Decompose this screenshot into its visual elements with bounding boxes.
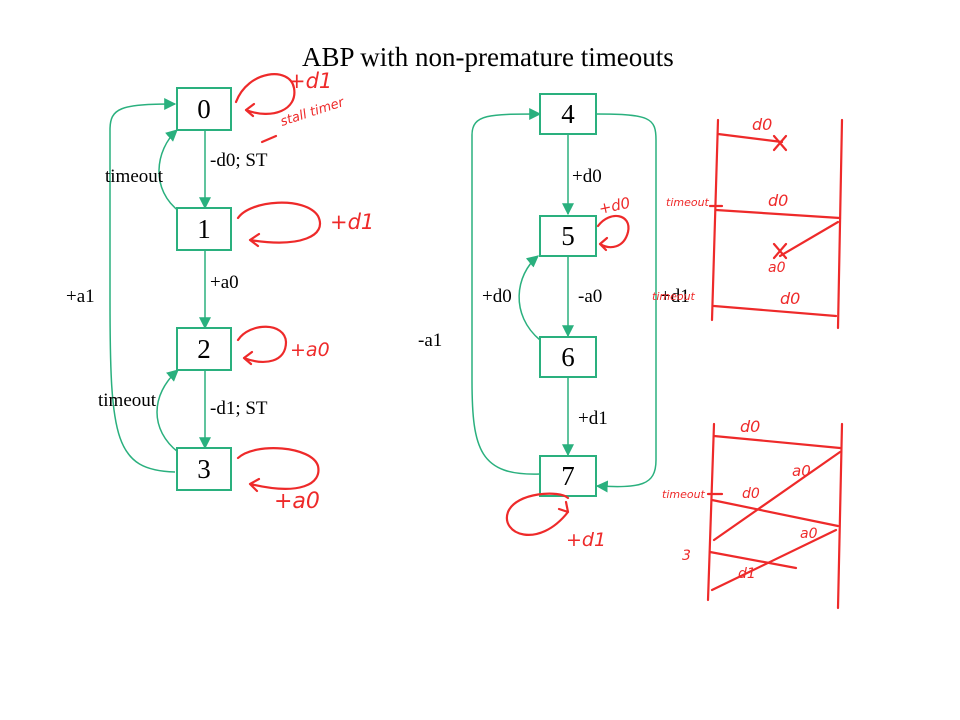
self-loop-2-text: +a0 [290,339,330,361]
self-loop-2-ink [236,325,288,366]
state-2-label: 2 [197,334,211,364]
state-7: 7 [539,455,597,497]
edge-label-7-4: -a1 [418,330,442,351]
edge-label-2-3: -d1; ST [210,398,268,419]
trace1-sender-line [710,118,720,322]
edge-label-6-7: +d1 [578,408,608,429]
self-loop-5-text: +d0 [597,194,632,218]
edge-4-to-7 [595,113,657,493]
edge-label-1-0: timeout [105,166,164,187]
stall-timer-note: stall timer [279,95,348,130]
trace1-label-d0-retx2: d0 [780,289,800,308]
state-3: 3 [176,447,232,491]
trace2-label-d1: d1 [738,566,756,582]
trace1-msg-d0-retx2 [712,304,838,318]
trace1-lost-x [772,134,788,152]
trace2-msg-d1 [708,550,798,570]
self-loop-5-ink [596,215,630,252]
self-loop-7-text: +d1 [566,529,606,551]
state-4-label: 4 [561,99,575,129]
trace2-label-timeout: timeout [662,488,706,501]
self-loop-7-ink [505,492,570,536]
trace-diagram-1: d0 timeout d0 a0 timeout d0 [652,115,844,330]
trace2-label-a0-retx: a0 [800,526,818,542]
state-6: 6 [539,336,597,378]
state-1-label: 1 [197,214,211,244]
state-4: 4 [539,93,597,135]
state-5-label: 5 [561,221,575,251]
edge-6-to-5 [518,255,541,341]
state-0-label: 0 [197,94,211,124]
edge-label-3-0: +a1 [66,286,95,307]
edge-label-5-6: -a0 [578,286,602,307]
trace1-msg-a0-lost [778,220,840,258]
edge-label-1-2: +a0 [210,272,239,293]
trace2-label-3: 3 [682,548,691,564]
trace2-msg-d0 [712,434,842,450]
trace1-label-timeout: timeout [666,196,710,209]
trace1-msg-d0-lost [716,132,784,144]
edge-1-to-0 [158,129,181,213]
slide-title: ABP with non-premature timeouts [302,42,674,72]
left-state-machine: 0 1 2 3 -d0; ST timeout +a0 +a1 timeout … [66,87,268,491]
trace2-sender-line [706,422,716,602]
trace2-msg-d0-retx [710,498,840,528]
edge-label-3-2: timeout [98,390,157,411]
edge-3-to-0 [109,98,177,473]
self-loop-0-ink [234,73,296,118]
trace1-receiver-line [836,118,844,330]
state-7-label: 7 [561,461,575,491]
trace1-lost-x2 [772,242,788,260]
trace1-label-d0-retx: d0 [768,191,788,210]
self-loop-1-text: +d1 [330,210,374,234]
state-2: 2 [176,327,232,371]
state-1: 1 [176,207,232,251]
trace1-msg-d0-retx [714,208,842,220]
edge-label-0-1: -d0; ST [210,150,268,171]
edge-3-to-2 [156,369,179,453]
self-loop-0-text: +d1 [288,69,332,93]
trace-diagram-2: d0 a0 timeout d0 a0 3 d1 [662,417,844,610]
trace2-label-a0: a0 [792,462,811,480]
trace2-receiver-line [836,422,844,610]
trace1-label-d0: d0 [752,115,772,134]
edge-label-6-5: +d0 [482,286,512,307]
trace1-label-timeout2: timeout [652,290,696,303]
state-6-label: 6 [561,342,575,372]
edge-label-4-7: +d1 [660,286,690,307]
trace1-label-a0: a0 [768,260,786,276]
self-loop-1-ink [236,201,321,248]
trace2-msg-a0-retx [710,528,838,592]
edge-label-4-5: +d0 [572,166,602,187]
state-0: 0 [176,87,232,131]
right-state-machine: 4 5 6 7 +d0 +d0 -a0 +d1 -a1 +d1 [418,93,690,497]
state-5: 5 [539,215,597,257]
self-loop-3-text: +a0 [274,489,320,514]
trace2-label-d0-retx: d0 [742,486,760,502]
edge-7-to-4 [471,108,542,475]
trace2-msg-a0 [712,450,842,542]
trace2-label-d0: d0 [740,417,760,436]
self-loop-3-ink [236,447,320,493]
stall-timer-dash [260,134,278,144]
state-3-label: 3 [197,454,211,484]
